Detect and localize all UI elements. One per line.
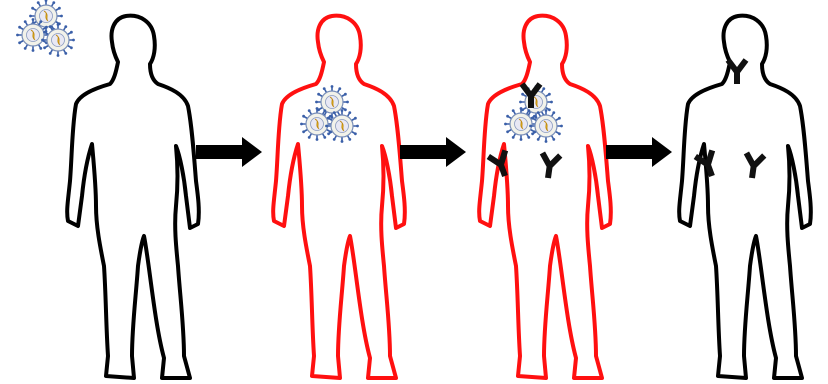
antibody-icon [728, 60, 746, 84]
stage-immunity [679, 16, 811, 378]
antibody-icon [488, 150, 513, 179]
arrow-right-icon [606, 137, 672, 167]
antibody-icon [743, 153, 764, 179]
arrow-right-icon [400, 137, 466, 167]
person-silhouette-icon [679, 16, 811, 378]
person-silhouette-icon [67, 16, 199, 378]
stage-immune-response [479, 16, 611, 378]
virus-icon [325, 109, 359, 143]
stage-infection [273, 16, 405, 378]
stage-exposure [16, 0, 199, 378]
arrow-right-icon [196, 137, 262, 167]
antibody-icon [539, 153, 560, 179]
person-silhouette-icon [479, 16, 611, 378]
person-silhouette-icon [273, 16, 405, 378]
virus-icon [529, 109, 563, 143]
